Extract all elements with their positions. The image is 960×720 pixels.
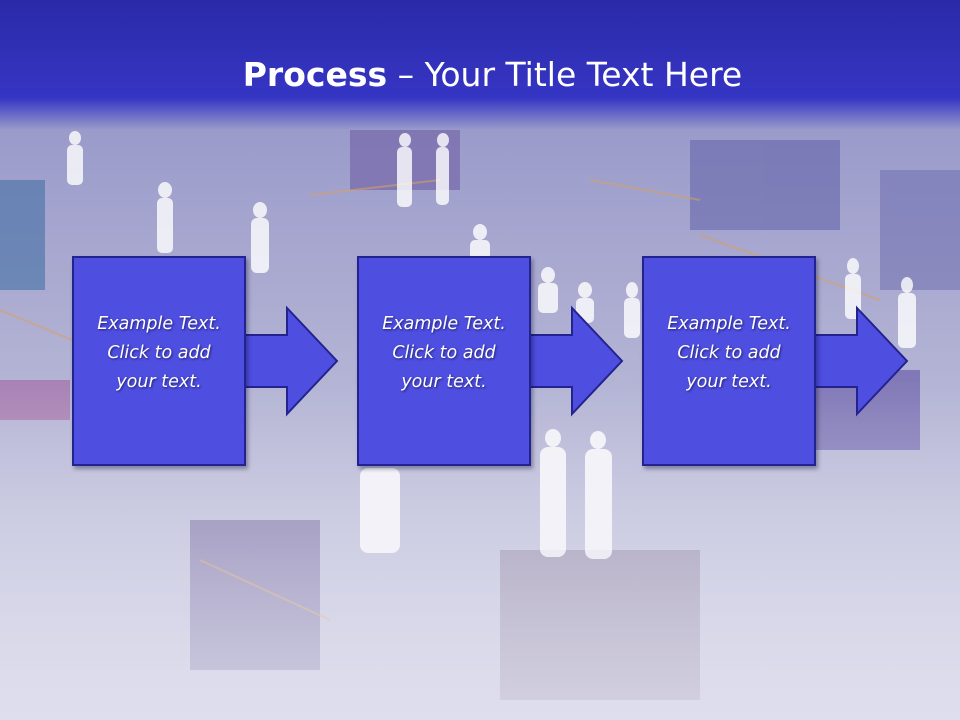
process-step-3[interactable]: Example Text. Click to add your text. — [642, 256, 909, 466]
step-text[interactable]: Example Text. Click to add your text. — [667, 314, 791, 392]
step-text[interactable]: Example Text. Click to add your text. — [382, 314, 506, 392]
process-step-1[interactable]: Example Text. Click to add your text. — [72, 256, 339, 466]
process-box[interactable] — [357, 256, 531, 466]
step-text[interactable]: Example Text. Click to add your text. — [97, 314, 221, 392]
title-bold-text: Process — [242, 55, 388, 94]
process-box[interactable] — [72, 256, 246, 466]
process-step-2[interactable]: Example Text. Click to add your text. — [357, 256, 624, 466]
arrow-right-icon — [526, 305, 624, 417]
title-bar — [0, 0, 960, 130]
slide-title[interactable]: Process – Your Title Text Here — [0, 52, 960, 98]
arrow-right-icon — [811, 305, 909, 417]
title-rest-text: – Your Title Text Here — [387, 55, 743, 94]
arrow-right-icon — [241, 305, 339, 417]
process-box[interactable] — [642, 256, 816, 466]
